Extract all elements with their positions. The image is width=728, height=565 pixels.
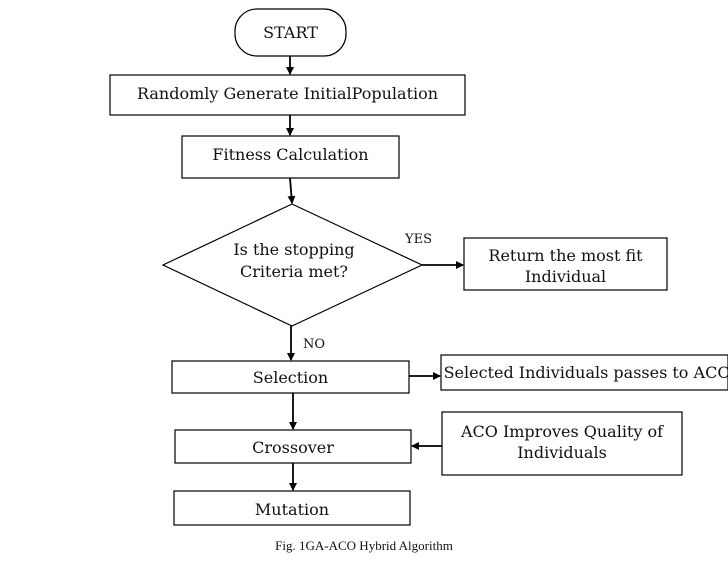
start-terminal: START	[234, 8, 347, 57]
no-label: NO	[303, 337, 325, 352]
return-label-line1: Return the most fit	[488, 246, 643, 265]
aco-improves-box: ACO Improves Quality of Individuals	[441, 411, 683, 476]
fitness-calculation-box: Fitness Calculation	[181, 135, 400, 179]
return-most-fit-box: Return the most fit Individual	[463, 237, 668, 291]
selection-box: Selection	[171, 360, 410, 394]
aco-label-line1: ACO Improves Quality of	[460, 422, 664, 441]
decision-label-line1: Is the stopping	[233, 240, 354, 259]
selected-pass-label: Selected Individuals passes to ACO	[444, 363, 728, 382]
selection-label: Selection	[253, 368, 328, 387]
figure-caption: Fig. 1GA-ACO Hybrid Algorithm	[275, 538, 453, 553]
arrow-fitness-to-decision	[287, 177, 296, 204]
generate-population-box: Randomly Generate InitialPopulation	[109, 74, 466, 116]
return-label-line2: Individual	[525, 267, 606, 286]
fitness-calculation-label: Fitness Calculation	[212, 145, 368, 164]
crossover-label: Crossover	[252, 438, 334, 457]
yes-label: YES	[404, 232, 432, 247]
mutation-box: Mutation	[173, 490, 411, 526]
generate-population-label: Randomly Generate InitialPopulation	[137, 84, 438, 103]
stopping-criteria-decision: Is the stopping Criteria met?	[161, 203, 424, 327]
crossover-box: Crossover	[174, 429, 412, 464]
start-label: START	[263, 23, 318, 42]
aco-label-line2: Individuals	[517, 443, 607, 462]
selected-pass-to-aco-box: Selected Individuals passes to ACO	[440, 354, 728, 391]
mutation-label: Mutation	[255, 500, 329, 519]
decision-label-line2: Criteria met?	[240, 262, 348, 281]
